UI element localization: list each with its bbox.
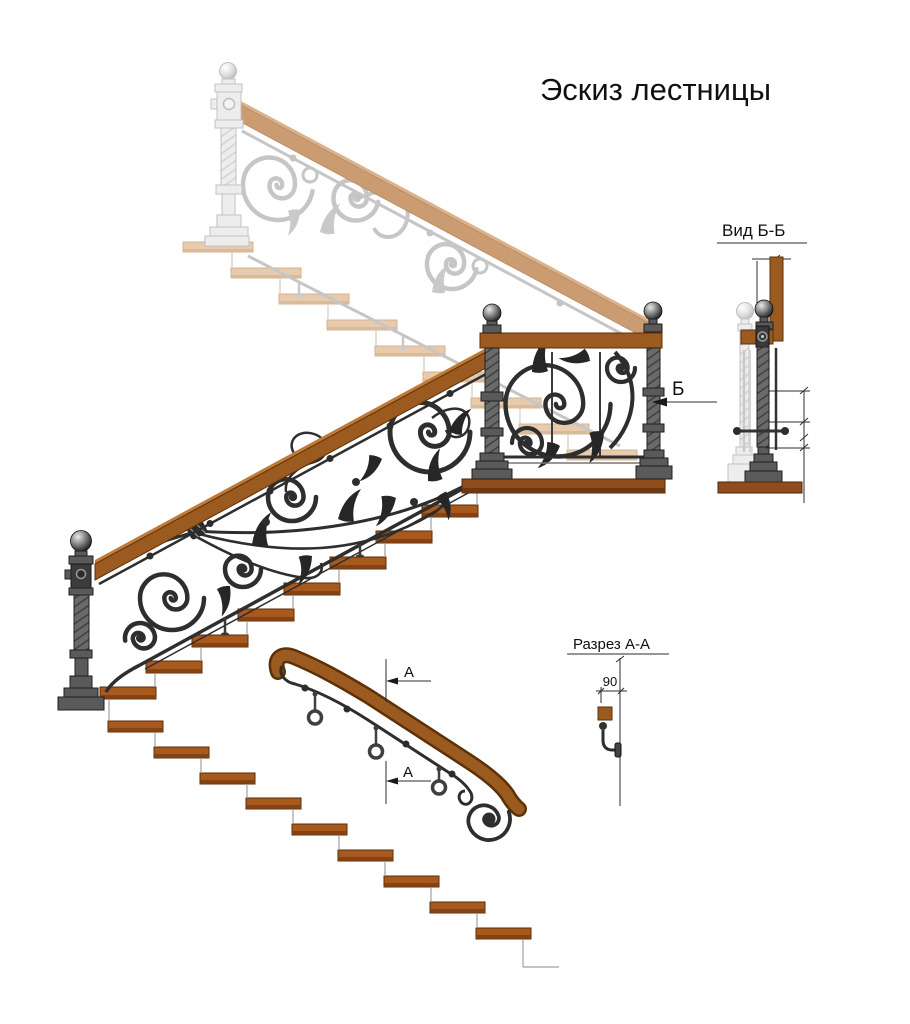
underrail-balls	[146, 390, 454, 560]
upper-flight-ghost	[182, 62, 663, 461]
bb-dimension-lines	[766, 386, 810, 503]
landing-handrail	[479, 332, 663, 349]
middle-flight-railing	[94, 348, 487, 693]
scroll-center-ball	[482, 812, 496, 826]
ghost-baluster-stems	[295, 283, 407, 352]
wall-handrail-detail: А А	[268, 647, 527, 848]
handrail-cross-section	[597, 706, 613, 721]
view-bb-title: Вид Б-Б	[722, 221, 785, 240]
mark-a-top-label: А	[404, 664, 414, 681]
wall-handrail-wood	[271, 649, 525, 815]
ghost-bottom-rail	[247, 254, 621, 448]
ghost-handrail-highlight	[239, 100, 662, 330]
landing-post-right	[635, 301, 673, 480]
handrail-highlight	[95, 348, 486, 564]
landing-balustrade	[461, 301, 673, 494]
baluster-stems	[221, 543, 364, 636]
section-aa-detail: Разрез А-А 90	[567, 636, 669, 806]
ghost-handrail-band	[238, 103, 663, 348]
wall-flange	[614, 742, 622, 758]
top-newel-post-ghost	[204, 62, 250, 247]
bb-main-post	[733, 299, 789, 483]
newel-ball-finial	[70, 530, 92, 552]
bb-floor-board	[717, 481, 803, 494]
ghost-underrail	[241, 129, 653, 352]
bracket-arm	[601, 730, 617, 752]
section-mark-a-bottom: А	[385, 761, 431, 804]
newel-ball-finial-ghost	[219, 62, 237, 80]
wall-brackets	[306, 691, 448, 796]
wall-handrail-underrail	[279, 665, 474, 806]
mark-a-bottom-label: А	[403, 764, 413, 781]
section-mark-a-top: А	[385, 659, 431, 702]
mark-b-label: Б	[672, 379, 684, 400]
underrail-balls-detail	[301, 684, 456, 778]
bb-ghost-post	[727, 302, 757, 483]
handrail-band	[94, 351, 487, 581]
drawing-title: Эскиз лестницы	[540, 72, 771, 107]
handrail-end-on	[769, 256, 784, 342]
upper-ghost-steps	[182, 241, 638, 461]
dimension-90: 90	[603, 674, 617, 689]
landing-panel-scrollwork	[498, 337, 648, 469]
section-aa-title: Разрез А-А	[573, 636, 650, 653]
underrail	[98, 372, 487, 586]
lower-flight-steps	[107, 699, 559, 968]
view-bb-detail: Вид Б-Б	[717, 221, 810, 503]
middle-flight-steps	[99, 493, 479, 700]
bottom-newel-post	[57, 530, 105, 711]
mark-b-arrow: Б	[652, 379, 717, 407]
bracket-ball	[599, 722, 607, 730]
landing-post-left	[471, 303, 513, 480]
